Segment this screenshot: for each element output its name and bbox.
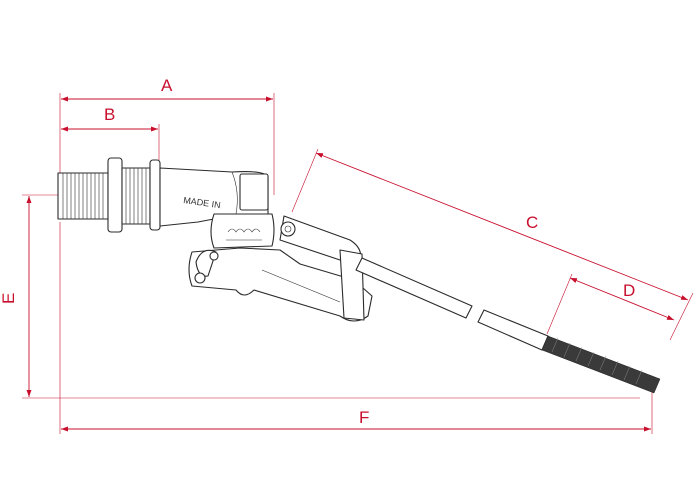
- dimension-c-extension-bottom: [669, 292, 694, 341]
- valve-body: [159, 167, 269, 227]
- dimension-label-d: D: [623, 281, 635, 300]
- lock-nut: [107, 157, 161, 233]
- dimension-label-f: F: [359, 408, 369, 427]
- dimension-d-line: [569, 277, 675, 321]
- dimension-label-b: B: [104, 105, 115, 124]
- float-rod: [355, 257, 661, 394]
- dimension-label-a: A: [161, 76, 173, 95]
- dimension-c-extension-top: [291, 148, 319, 213]
- threaded-inlet: [57, 172, 109, 220]
- dimension-d-extension: [546, 273, 573, 335]
- dimension-c-line: [315, 152, 689, 301]
- dimension-label-e: E: [0, 293, 18, 304]
- dimension-label-c: C: [526, 213, 538, 232]
- dimension-lines: [22, 93, 694, 434]
